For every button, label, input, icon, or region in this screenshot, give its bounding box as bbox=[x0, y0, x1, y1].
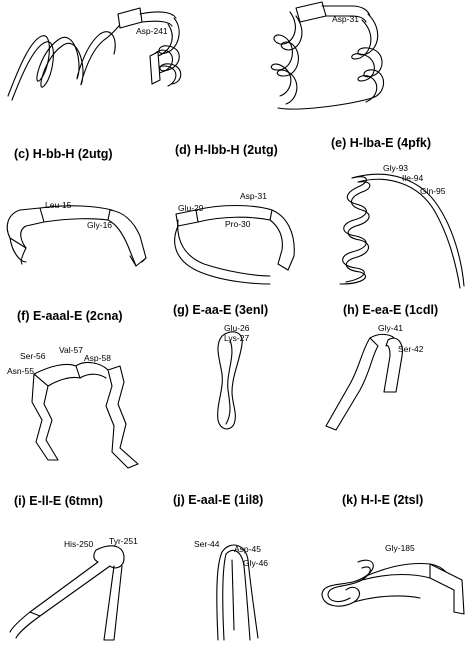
label-ser-56: Ser-56 bbox=[20, 351, 46, 361]
label-asp-241: Asp-241 bbox=[136, 26, 168, 36]
structure-k bbox=[321, 559, 465, 615]
caption-h: (h) E-ea-E (1cdl) bbox=[343, 303, 439, 317]
label-pro-30: Pro-30 bbox=[225, 219, 251, 229]
caption-j: (j) E-aal-E (1il8) bbox=[173, 493, 264, 507]
label-gln-95: Gln-95 bbox=[420, 186, 446, 196]
label-asp-58: Asp-58 bbox=[84, 353, 111, 363]
label-glu-29: Glu-29 bbox=[178, 203, 204, 213]
label-ile-94: Ile-94 bbox=[402, 173, 424, 183]
structure-e bbox=[339, 173, 465, 289]
structure-i bbox=[9, 545, 125, 641]
label-lys-27: Lys-27 bbox=[224, 333, 250, 343]
label-ser-44: Ser-44 bbox=[194, 539, 220, 549]
caption-f: (f) E-aaal-E (2cna) bbox=[17, 309, 123, 323]
structure-d bbox=[174, 205, 295, 285]
label-val-57: Val-57 bbox=[59, 345, 83, 355]
caption-k: (k) H-l-E (2tsl) bbox=[342, 493, 424, 507]
label-asp-31-b: Asp-31 bbox=[332, 14, 359, 24]
label-gly-93: Gly-93 bbox=[383, 163, 409, 173]
label-leu-15: Leu-15 bbox=[45, 200, 72, 210]
structure-b bbox=[270, 1, 385, 110]
caption-e: (e) H-lba-E (4pfk) bbox=[331, 136, 431, 150]
label-ser-42: Ser-42 bbox=[398, 344, 424, 354]
caption-i: (i) E-ll-E (6tmn) bbox=[14, 494, 103, 508]
structure-j bbox=[216, 544, 259, 641]
structure-g bbox=[217, 331, 243, 430]
label-asn-55: Asn-55 bbox=[7, 366, 34, 376]
label-his-250: His-250 bbox=[64, 539, 94, 549]
structure-a bbox=[7, 7, 182, 101]
structure-h bbox=[325, 333, 403, 431]
label-gly-185: Gly-185 bbox=[385, 543, 415, 553]
label-tyr-251: Tyr-251 bbox=[109, 536, 138, 546]
structure-f bbox=[31, 361, 139, 469]
caption-d: (d) H-lbb-H (2utg) bbox=[175, 143, 278, 157]
structure-c bbox=[6, 205, 147, 267]
label-asp-31-d: Asp-31 bbox=[240, 191, 267, 201]
label-gly-41: Gly-41 bbox=[378, 323, 404, 333]
caption-g: (g) E-aa-E (3enl) bbox=[173, 303, 269, 317]
caption-c: (c) H-bb-H (2utg) bbox=[14, 147, 113, 161]
label-gly-46: Gly-46 bbox=[243, 558, 269, 568]
label-gly-16: Gly-16 bbox=[87, 220, 113, 230]
label-asp-45: Asp-45 bbox=[234, 544, 261, 554]
label-glu-26: Glu-26 bbox=[224, 323, 250, 333]
